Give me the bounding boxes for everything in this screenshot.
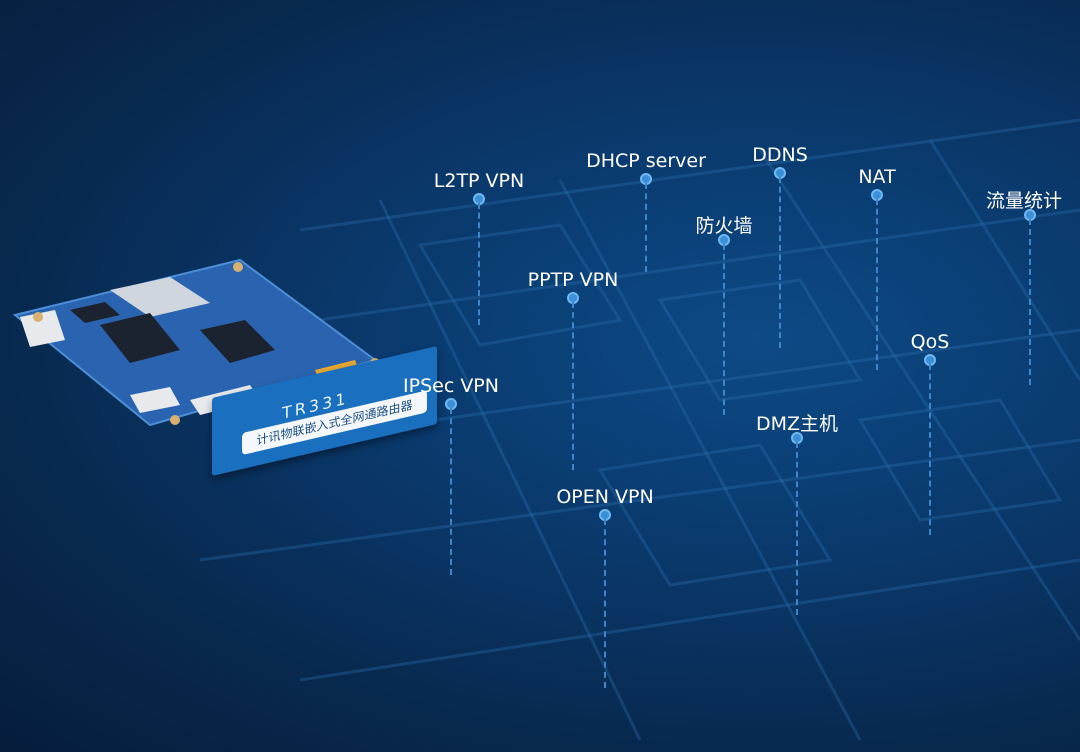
dashed-line [478, 203, 480, 325]
dashed-line [723, 244, 725, 415]
dashed-line [929, 364, 931, 535]
dashed-line [876, 199, 878, 370]
dashed-line [645, 183, 647, 272]
dashed-line [450, 408, 452, 575]
feature-label: OPEN VPN [556, 486, 654, 508]
feature-label: L2TP VPN [433, 170, 525, 192]
dashed-line [1029, 219, 1031, 385]
dashed-line [604, 519, 606, 688]
feature-label: 流量统计 [985, 190, 1063, 212]
feature-label: 防火墙 [695, 215, 753, 237]
feature-label: IPSec VPN [403, 375, 499, 397]
feature-label: QoS [910, 331, 950, 353]
dashed-line [779, 177, 781, 348]
feature-label: PPTP VPN [527, 269, 619, 291]
feature-label: DMZ主机 [755, 413, 839, 435]
dashed-line [796, 442, 798, 615]
dashed-line [572, 302, 574, 470]
feature-label: DHCP server [586, 150, 706, 172]
feature-label: DDNS [752, 144, 808, 166]
feature-label: NAT [858, 166, 896, 188]
